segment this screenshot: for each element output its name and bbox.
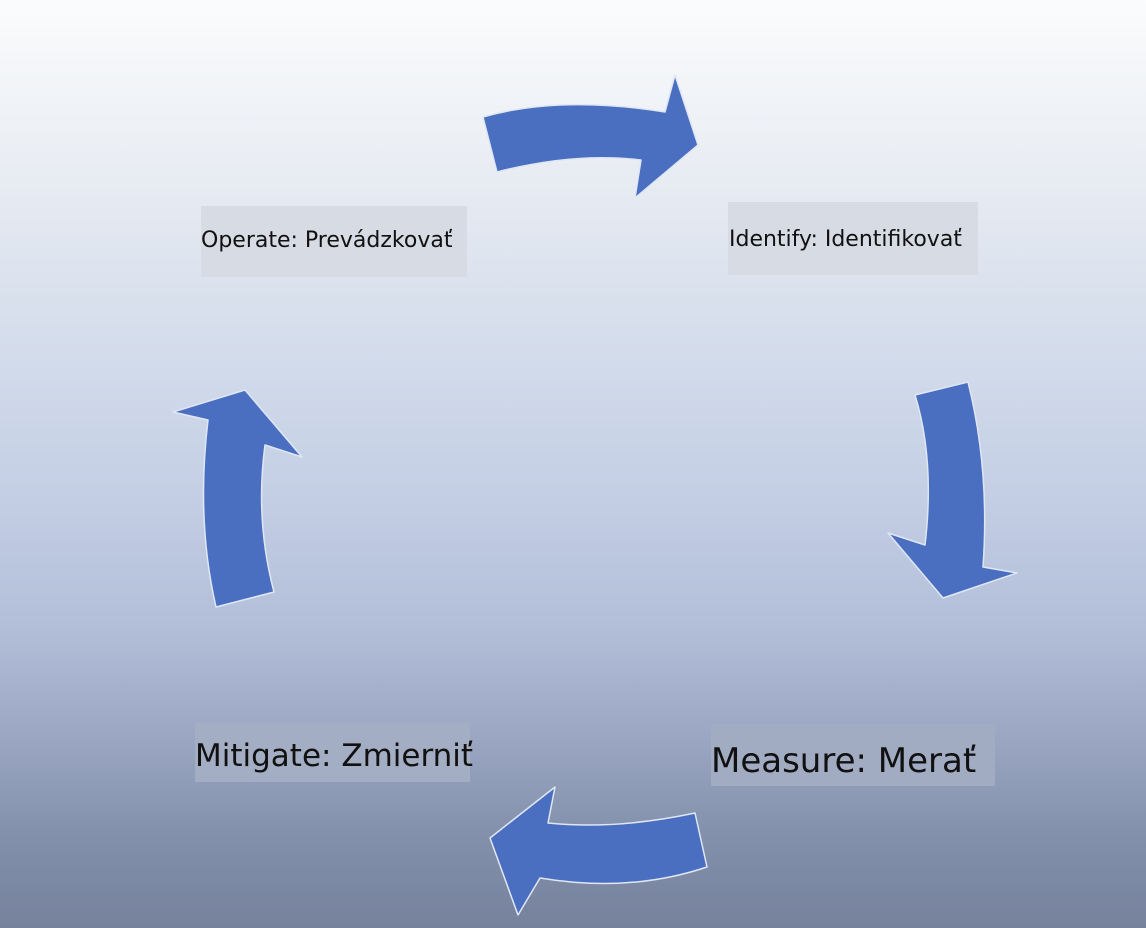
arrow-operate-to-identify (482, 74, 699, 199)
arrow-measure-to-mitigate (489, 786, 708, 916)
arrow-mitigate-to-operate (172, 389, 303, 608)
stage-label-identify: Identify: Identifikovať (728, 202, 978, 275)
stage-label-mitigate: Mitigate: Zmierniť (195, 722, 473, 782)
stage-label-measure: Measure: Merať (711, 724, 995, 786)
arrow-identify-to-measure (887, 381, 1018, 599)
stage-label-operate: Operate: Prevádzkovať (201, 206, 467, 277)
